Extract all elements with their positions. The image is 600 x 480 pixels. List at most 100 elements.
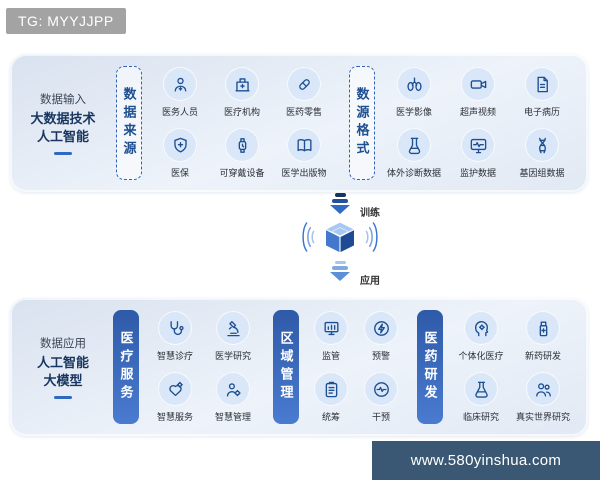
data-input-panel: 数据输入 大数据技术 人工智能 数据来源 医务人员医疗机构医药零售医保可穿戴设备…	[10, 54, 588, 192]
accent-dash	[54, 152, 72, 156]
item-label: 统筹	[321, 412, 340, 422]
item-pill: 医药零售	[273, 67, 335, 118]
item-flask: 临床研究	[450, 372, 512, 423]
people-icon	[526, 372, 560, 406]
item-dna: 基因组数据	[510, 128, 574, 179]
bottom-side-label-line3: 大模型	[43, 372, 83, 388]
item-microscope: 医学研究	[204, 311, 262, 362]
accent-dash	[54, 396, 72, 400]
item-test-tube: 体外诊断数据	[382, 128, 446, 179]
video-icon	[461, 67, 495, 101]
group-pharma-rnd: 医药研发 个体化医疗新药研发临床研究真实世界研究	[417, 310, 574, 424]
monitor-icon	[461, 128, 495, 162]
group-data-source: 数据来源 医务人员医疗机构医药零售医保可穿戴设备医学出版物	[116, 66, 335, 180]
item-label: 医药零售	[285, 107, 322, 117]
arrow-head	[330, 204, 350, 214]
top-side-label: 数据输入 大数据技术 人工智能	[24, 91, 102, 156]
medicine-bottle-icon	[526, 311, 560, 345]
train-arrow: 训练	[330, 191, 380, 219]
pharma-rnd-grid: 个体化医疗新药研发临床研究真实世界研究	[450, 310, 574, 424]
bottom-side-label-line2: 人工智能	[36, 354, 89, 370]
clipboard-icon	[314, 372, 348, 406]
pill-icon	[287, 67, 321, 101]
item-label: 体外诊断数据	[386, 168, 441, 178]
top-side-label-line1: 数据输入	[40, 93, 86, 106]
stethoscope-icon	[158, 311, 192, 345]
arrow-head	[330, 272, 350, 281]
group-medical-service: 医疗服务 智慧诊疗 医学研究智慧服务 智慧管理	[113, 310, 262, 424]
item-label: 医学影像	[395, 107, 432, 117]
item-alert-bolt: 预警	[356, 311, 406, 362]
category-data-source: 数据来源	[116, 66, 142, 180]
item-heart-gear: 智慧服务	[146, 372, 204, 423]
flow-column: 训练 应用	[301, 191, 380, 287]
item-label: 医学出版物	[281, 168, 327, 178]
item-label: 超声视频	[459, 107, 496, 117]
item-lungs: 医学影像	[382, 67, 446, 118]
item-label: 临床研究	[462, 412, 499, 422]
item-label: 医务人员	[161, 107, 198, 117]
arrow-bar	[334, 260, 346, 264]
item-video: 超声视频	[446, 67, 510, 118]
item-hospital: 医疗机构	[211, 67, 273, 118]
heart-pulse-icon	[364, 372, 398, 406]
dna-icon	[525, 128, 559, 162]
item-watch: 可穿戴设备	[211, 128, 273, 179]
book-icon	[287, 128, 321, 162]
arrow-bar	[334, 193, 346, 197]
item-label: 智慧管理	[214, 412, 251, 422]
shield-icon	[163, 128, 197, 162]
item-doctor: 医务人员	[149, 67, 211, 118]
category-medical-service: 医疗服务	[113, 310, 139, 424]
item-clipboard: 统筹	[306, 372, 356, 423]
ai-model-cube-group	[301, 219, 379, 256]
lungs-icon	[397, 67, 431, 101]
arrow-bar	[332, 198, 348, 203]
bottom-side-label: 数据应用 人工智能 大模型	[24, 335, 102, 400]
microscope-icon	[216, 311, 250, 345]
apply-arrow: 应用	[330, 259, 380, 287]
arrow-bar	[332, 266, 348, 270]
item-label: 干预	[371, 412, 390, 422]
item-book: 医学出版物	[273, 128, 335, 179]
alert-bolt-icon	[364, 311, 398, 345]
sound-wave-right-icon	[365, 222, 378, 252]
item-label: 监护数据	[459, 168, 496, 178]
item-label: 智慧诊疗	[156, 351, 193, 361]
apply-label: 应用	[360, 275, 380, 287]
item-head-gear: 个体化医疗	[450, 311, 512, 362]
item-label: 智慧服务	[156, 412, 193, 422]
item-label: 可穿戴设备	[219, 168, 265, 178]
item-label: 个体化医疗	[458, 351, 504, 361]
data-application-panel: 数据应用 人工智能 大模型 医疗服务 智慧诊疗 医学研究智慧服务 智慧管理 区域管理…	[10, 298, 588, 436]
item-chart-monitor: 监管	[306, 311, 356, 362]
bottom-side-label-line1: 数据应用	[40, 337, 86, 350]
top-side-label-line3: 人工智能	[36, 128, 89, 144]
item-label: 预警	[371, 351, 390, 361]
watermark-tag: TG: MYYJJPP	[6, 8, 126, 34]
hospital-icon	[225, 67, 259, 101]
regional-management-grid: 监管预警统筹 干预	[306, 310, 406, 424]
person-gear-icon	[216, 372, 250, 406]
item-stethoscope: 智慧诊疗	[146, 311, 204, 362]
category-pharma-rnd: 医药研发	[417, 310, 443, 424]
train-label: 训练	[360, 208, 380, 219]
item-monitor: 监护数据	[446, 128, 510, 179]
heart-gear-icon	[158, 372, 192, 406]
ai-model-cube-icon	[324, 221, 356, 253]
head-gear-icon	[464, 311, 498, 345]
watch-icon	[225, 128, 259, 162]
flask-icon	[464, 372, 498, 406]
data-source-grid: 医务人员医疗机构医药零售医保可穿戴设备医学出版物	[149, 66, 335, 180]
website-bar: www.580yinshua.com	[372, 441, 600, 480]
chart-monitor-icon	[314, 311, 348, 345]
test-tube-icon	[397, 128, 431, 162]
category-regional-management: 区域管理	[273, 310, 299, 424]
medical-service-grid: 智慧诊疗 医学研究智慧服务 智慧管理	[146, 310, 262, 424]
item-label: 电子病历	[523, 107, 560, 117]
item-document: 电子病历	[510, 67, 574, 118]
item-heart-pulse: 干预	[356, 372, 406, 423]
item-label: 新药研发	[524, 351, 561, 361]
data-format-grid: 医学影像 超声视频 电子病历体外诊断数据 监护数据 基因组数据	[382, 66, 574, 180]
item-medicine-bottle: 新药研发	[512, 311, 574, 362]
